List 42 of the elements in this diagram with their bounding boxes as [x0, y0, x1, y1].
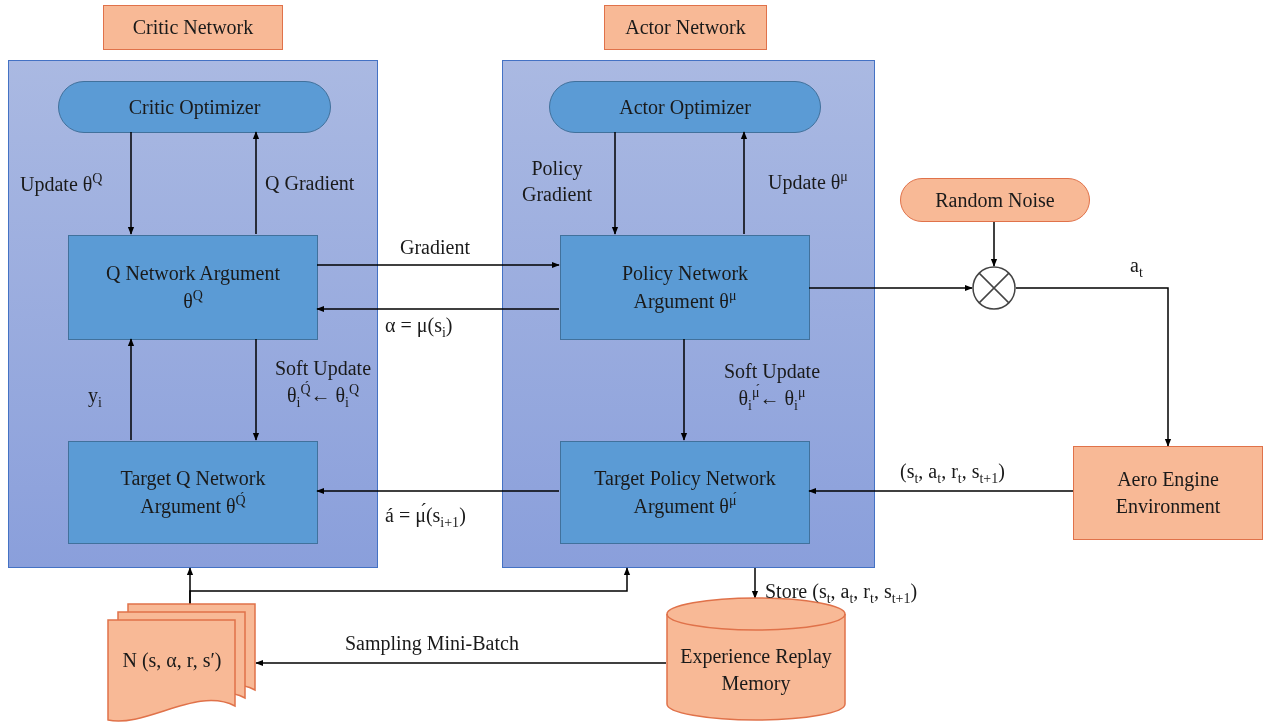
arrow	[127, 131, 135, 235]
noise-pill: Random Noise	[900, 178, 1090, 222]
multiplier-circle	[972, 266, 1016, 310]
arrow	[808, 487, 1074, 495]
optimizer-pill: Critic Optimizer	[58, 81, 331, 133]
arrow	[127, 338, 135, 441]
network-box: Policy Network Argument θ$^{μ}$	[560, 235, 810, 340]
network-box: Q Network Argument θ$^{Q}$	[68, 235, 318, 340]
arrow	[316, 305, 560, 313]
arrow	[990, 221, 998, 267]
edge-label: Store (s$_{t}$, a$_{t}$, r$_{t}$, s$_{t+1}$)	[765, 579, 918, 608]
arrow	[1015, 287, 1172, 447]
arrow	[808, 284, 973, 292]
arrow	[316, 261, 560, 269]
network-box: Target Q Network Argument θ$^{Q́}$	[68, 441, 318, 544]
label-box: Critic Network	[103, 5, 283, 50]
edge-label: Update θ$^{μ}$	[768, 168, 848, 195]
edge-label: Update θ$^{Q}$	[20, 170, 103, 197]
edge-label: (s$_{t}$, a$_{t}$, r$_{t}$, s$_{t+1}$)	[900, 459, 1005, 488]
arrow	[611, 131, 619, 235]
label-box: Actor Network	[604, 5, 767, 50]
edge-label: Gradient	[400, 235, 470, 260]
edge-label: Q Gradient	[265, 171, 355, 196]
arrow	[255, 659, 667, 667]
label-box: Aero Engine Environment	[1073, 446, 1263, 540]
arrow	[316, 487, 560, 495]
optimizer-pill: Actor Optimizer	[549, 81, 821, 133]
edge-label: α = μ(s$_{i}$)	[385, 313, 453, 342]
network-box: Target Policy Network Argument θ$^{μ́}$	[560, 441, 810, 544]
edge-label: a$_{t}$	[1130, 253, 1143, 282]
edge-label: Sampling Mini-Batch	[345, 631, 519, 656]
edge-label: y$_{i}$	[88, 383, 102, 412]
arrow	[751, 567, 759, 599]
group-panel	[8, 60, 378, 568]
arrow	[189, 567, 631, 605]
group-panel	[502, 60, 875, 568]
arrow	[740, 131, 748, 235]
edge-label: Policy Gradient	[521, 156, 593, 207]
arrow	[680, 338, 688, 441]
arrow	[252, 131, 260, 235]
edge-label: á = μ́(s$_{i+1}$)	[385, 502, 466, 532]
arrow	[252, 338, 260, 441]
